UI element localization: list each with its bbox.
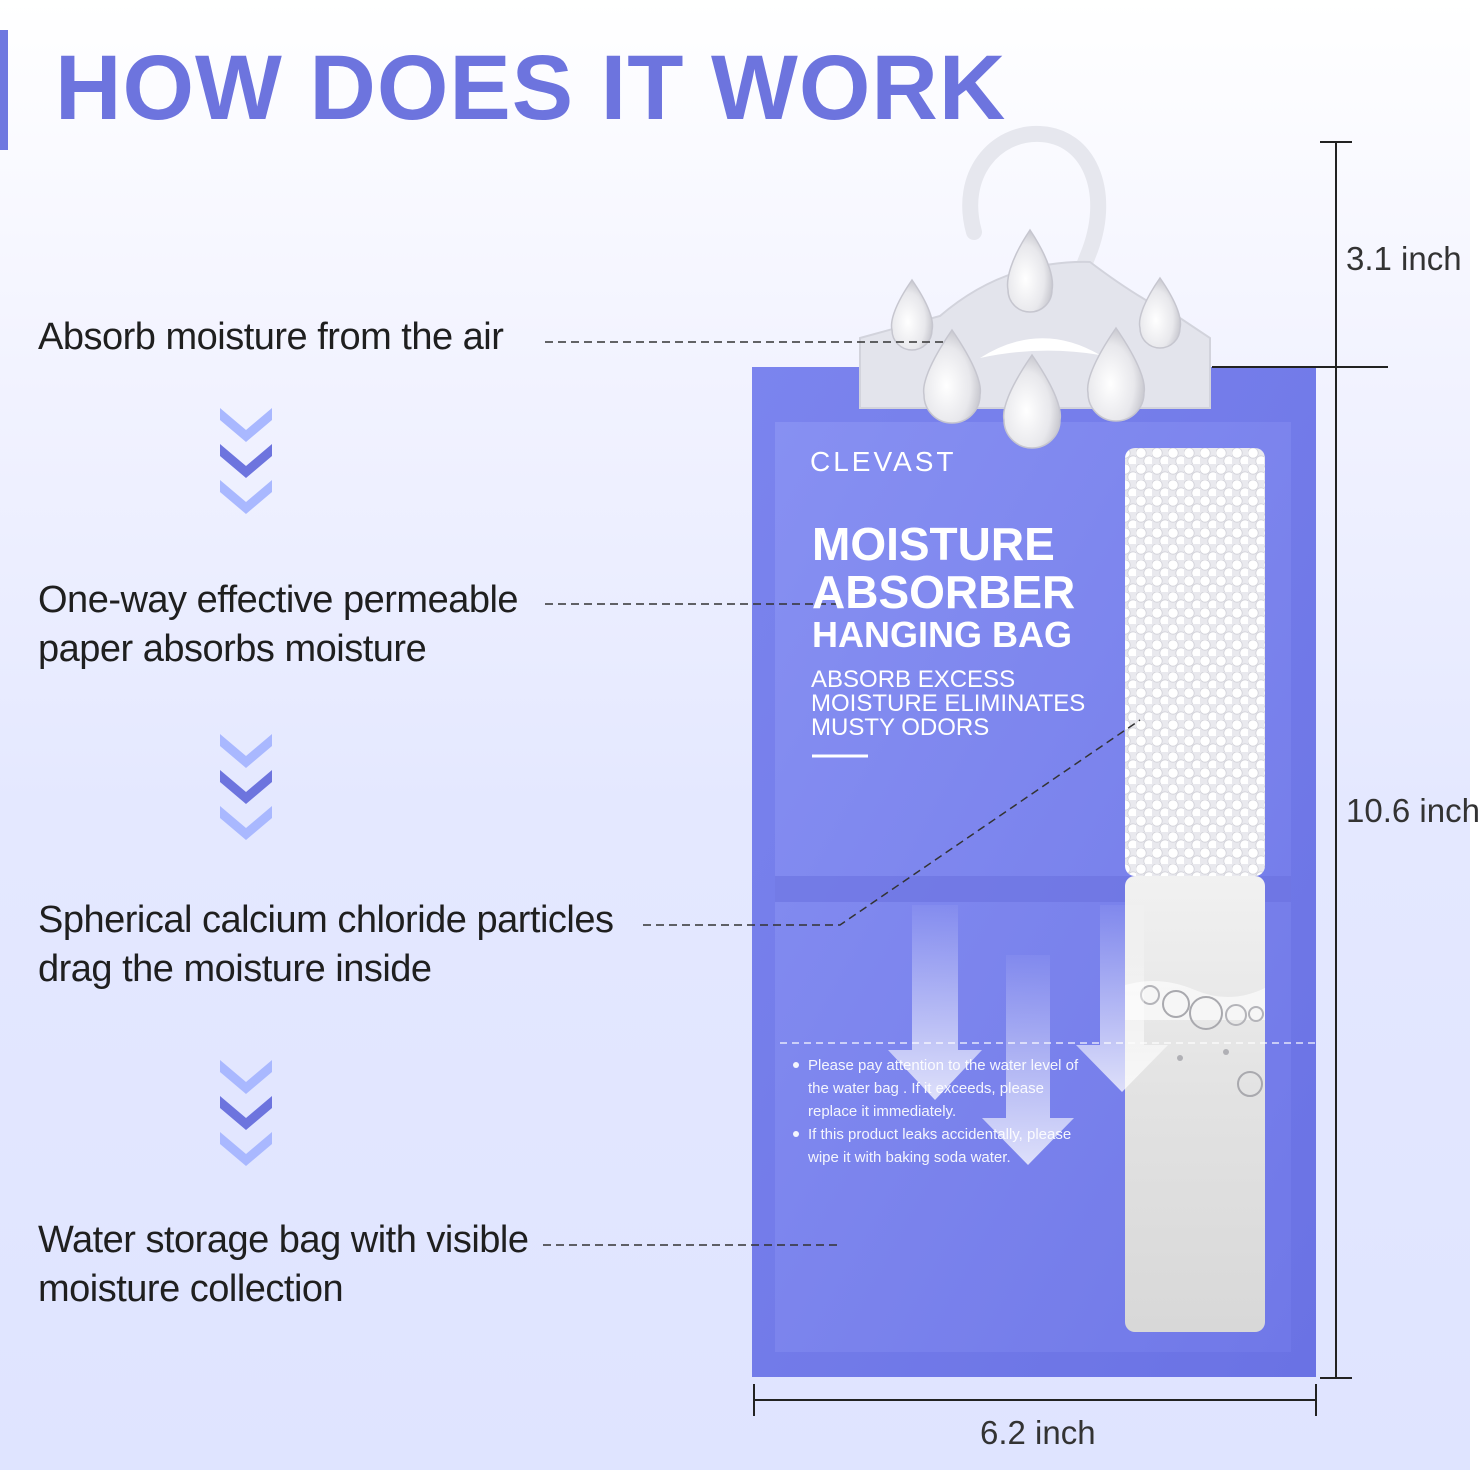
product-subtitle-line: MOISTURE ELIMINATES <box>811 690 1086 717</box>
down-arrow <box>1076 905 1168 1092</box>
dimension-total-height: 10.6 inch <box>1346 792 1480 829</box>
step-text: One-way effective permeable <box>38 579 519 621</box>
note-line: wipe it with baking soda water. <box>808 1149 1011 1166</box>
chevron-down-icon <box>220 408 272 514</box>
chevron-down-icon <box>220 1060 272 1166</box>
callout-lines <box>543 341 1141 1246</box>
dimension-width: 6.2 inch <box>980 1414 1096 1451</box>
down-arrow <box>982 955 1074 1165</box>
step-permeable-paper: One-way effective permeable paper absorb… <box>38 576 519 674</box>
usage-notes: Please pay attention to the water level … <box>792 1054 1092 1169</box>
dimension-lines <box>753 141 1388 1416</box>
product-subtitle-line: ABSORB EXCESS <box>811 666 1016 693</box>
usage-note: If this product leaks accidentally, plea… <box>792 1123 1092 1169</box>
step-text: drag the moisture inside <box>38 948 432 990</box>
chevron-down-icon <box>220 734 272 840</box>
usage-note: Please pay attention to the water level … <box>792 1054 1092 1123</box>
note-line: the water bag . If it exceeds, please <box>808 1080 1044 1097</box>
product-subtitle: ABSORB EXCESS MOISTURE ELIMINATES MUSTY … <box>811 668 1085 740</box>
step-water-storage: Water storage bag with visible moisture … <box>38 1216 529 1314</box>
step-text: Spherical calcium chloride particles <box>38 899 614 941</box>
note-line: If this product leaks accidentally, plea… <box>808 1126 1072 1143</box>
page-title: HOW DOES IT WORK <box>55 37 1007 139</box>
step-text: moisture collection <box>38 1268 344 1310</box>
note-line: replace it immediately. <box>808 1103 957 1120</box>
calcium-chloride-beads <box>1125 448 1265 876</box>
brand-logo: CLEVAST <box>810 446 957 477</box>
step-text: Absorb moisture from the air <box>38 316 504 358</box>
product-title-line: HANGING BAG <box>812 614 1072 655</box>
product-title-line: MOISTURE <box>812 518 1055 570</box>
product-subtitle-line: MUSTY ODORS <box>811 714 990 741</box>
step-calcium-chloride: Spherical calcium chloride particles dra… <box>38 896 614 994</box>
product-title: MOISTURE ABSORBER HANGING BAG <box>812 520 1075 654</box>
water-drops <box>890 228 1182 449</box>
water-chamber <box>1125 876 1265 1332</box>
product-title-line: ABSORBER <box>812 566 1076 618</box>
step-text: Water storage bag with visible <box>38 1219 529 1261</box>
note-line: Please pay attention to the water level … <box>808 1057 1079 1074</box>
down-arrow <box>888 905 982 1100</box>
step-text: paper absorbs moisture <box>38 628 427 670</box>
step-absorb-air: Absorb moisture from the air <box>38 313 504 362</box>
title-accent-bar <box>0 30 8 150</box>
dimension-hook-height: 3.1 inch <box>1346 240 1462 277</box>
